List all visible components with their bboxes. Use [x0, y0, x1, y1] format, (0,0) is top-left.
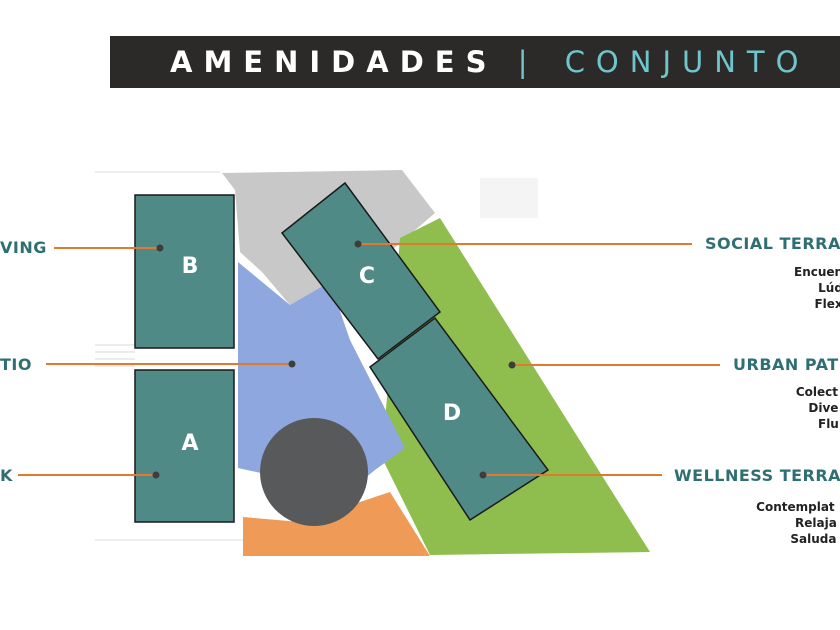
- building-c-label: C: [359, 264, 375, 289]
- label-wellness-terrace: WELLNESS TERRAC: [674, 466, 840, 485]
- wellness-item-3: Saluda: [790, 532, 837, 546]
- social-item-3: Flex: [814, 297, 840, 311]
- title-separator: |: [517, 45, 539, 79]
- leader-lines: [18, 243, 720, 476]
- building-d: D: [368, 316, 550, 522]
- wellness-item-1: Contemplat: [756, 500, 835, 514]
- label-patio: TIO: [0, 355, 32, 374]
- label-living: VING: [0, 238, 47, 257]
- building-b-label: B: [182, 254, 199, 279]
- label-social-terrace: SOCIAL TERRA: [705, 234, 840, 253]
- social-terrace-items: Encuen Lúd Flex: [794, 264, 840, 312]
- label-k: K: [0, 466, 13, 485]
- label-urban-patio: URBAN PAT: [733, 355, 839, 374]
- urban-item-1: Colect: [795, 385, 838, 399]
- title-amenidades: AMENIDADES: [170, 45, 498, 79]
- title-conjunto: CONJUNTO: [564, 45, 810, 79]
- page-title: AMENIDADES | CONJUNTO: [170, 45, 809, 79]
- building-a-label: A: [181, 431, 198, 456]
- urban-item-2: Dive: [808, 401, 839, 415]
- wellness-item-2: Relaja: [795, 516, 837, 530]
- urban-item-3: Flu: [818, 417, 839, 431]
- orange-zone: [243, 492, 430, 556]
- building-d-label: D: [443, 401, 461, 426]
- building-c: C: [280, 181, 442, 361]
- site-outline: [95, 171, 538, 541]
- social-item-1: Encuen: [794, 265, 840, 279]
- title-bar: AMENIDADES | CONJUNTO: [110, 36, 840, 88]
- wellness-terrace-items: Contemplat Relaja Saluda: [754, 499, 837, 547]
- building-a: A: [134, 369, 235, 523]
- leader-dots: [152, 240, 516, 479]
- circular-element: [260, 418, 368, 526]
- social-item-2: Lúd: [818, 281, 840, 295]
- building-b: B: [134, 194, 235, 349]
- urban-patio-items: Colect Dive Flu: [795, 384, 839, 432]
